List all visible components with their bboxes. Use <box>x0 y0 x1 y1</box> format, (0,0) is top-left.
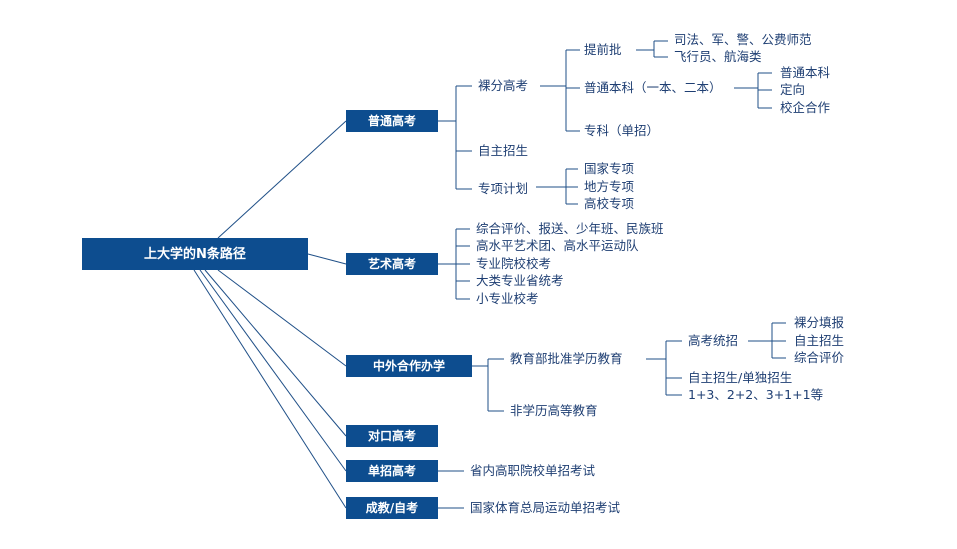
non-degree-label: 非学历高等教育 <box>510 403 598 418</box>
art-item: 大类专业省统考 <box>476 273 564 288</box>
benke-item: 普通本科 <box>780 65 831 80</box>
benke-label: 普通本科（一本、二本） <box>584 80 722 95</box>
tongzhao-item: 综合评价 <box>794 350 845 365</box>
zhuanxiang-item: 地方专项 <box>584 179 635 194</box>
tiqianpi-item: 司法、军、警、公费师范 <box>674 32 812 47</box>
tongzhao-item: 自主招生 <box>794 333 845 348</box>
category-danzhao: 单招高考 <box>346 460 438 482</box>
tongzhao-label: 高考统招 <box>688 333 739 348</box>
zhuanke-label: 专科（单招） <box>584 123 660 138</box>
tiqianpi-item: 飞行员、航海类 <box>674 49 762 64</box>
category-art: 艺术高考 <box>346 253 438 275</box>
connector-root-danzhao <box>199 269 347 472</box>
category-duikou: 对口高考 <box>346 425 438 447</box>
chengjiao-desc: 国家体育总局运动单招考试 <box>470 500 621 515</box>
connector-root-chengjiao <box>193 269 347 509</box>
tongzhao-item: 裸分填报 <box>794 315 845 330</box>
art-item: 小专业校考 <box>476 291 539 306</box>
gaokao-luofen-label: 裸分高考 <box>478 78 529 93</box>
benke-item: 定向 <box>780 82 806 97</box>
formats-label: 1+3、2+2、3+1+1等 <box>688 387 824 402</box>
connector-root-sino <box>217 269 347 367</box>
danzhao-desc: 省内高职院校单招考试 <box>470 463 596 478</box>
benke-item: 校企合作 <box>780 100 831 115</box>
root-title: 上大学的N条路径 <box>82 238 308 270</box>
tiqianpi-label: 提前批 <box>584 42 622 57</box>
connector-root-art <box>307 253 347 265</box>
connector-root-duikou <box>204 269 347 437</box>
connector-root-gaokao <box>217 120 347 239</box>
edu-ministry-label: 教育部批准学历教育 <box>510 351 623 366</box>
gaokao-zizhu-label: 自主招生 <box>478 143 529 158</box>
gaokao-zhuanxiang-label: 专项计划 <box>478 181 529 196</box>
art-item: 专业院校校考 <box>476 256 552 271</box>
category-sino-foreign: 中外合作办学 <box>346 355 472 377</box>
category-chengjiao: 成教/自考 <box>346 497 438 519</box>
category-gaokao: 普通高考 <box>346 110 438 132</box>
zizhu-danzhao-label: 自主招生/单独招生 <box>688 370 793 385</box>
art-item: 高水平艺术团、高水平运动队 <box>476 238 639 253</box>
zhuanxiang-item: 高校专项 <box>584 196 635 211</box>
zhuanxiang-item: 国家专项 <box>584 161 635 176</box>
art-item: 综合评价、报送、少年班、民族班 <box>476 221 664 236</box>
